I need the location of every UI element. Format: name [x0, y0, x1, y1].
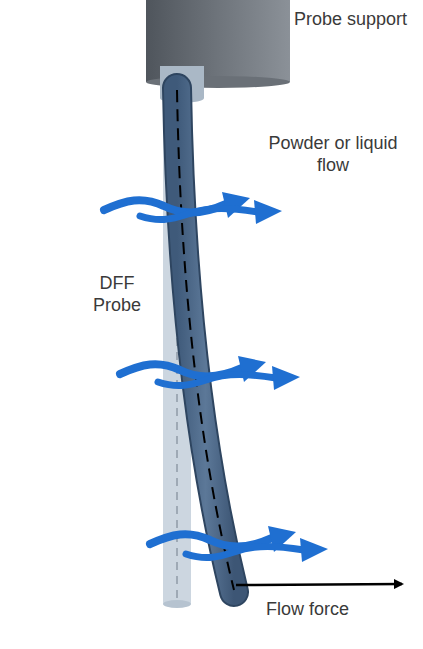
- deflected-probe: [177, 88, 234, 592]
- flow-arrows: [104, 192, 328, 562]
- force-label: Flow force: [266, 598, 386, 620]
- probe-label: DFF Probe: [82, 272, 152, 316]
- support-label: Probe support: [294, 8, 414, 30]
- force-arrow: [236, 584, 402, 585]
- deflected-probe-outline: [177, 88, 234, 592]
- probe-axis: [177, 90, 234, 590]
- flow-label: Powder or liquid flow: [262, 132, 404, 176]
